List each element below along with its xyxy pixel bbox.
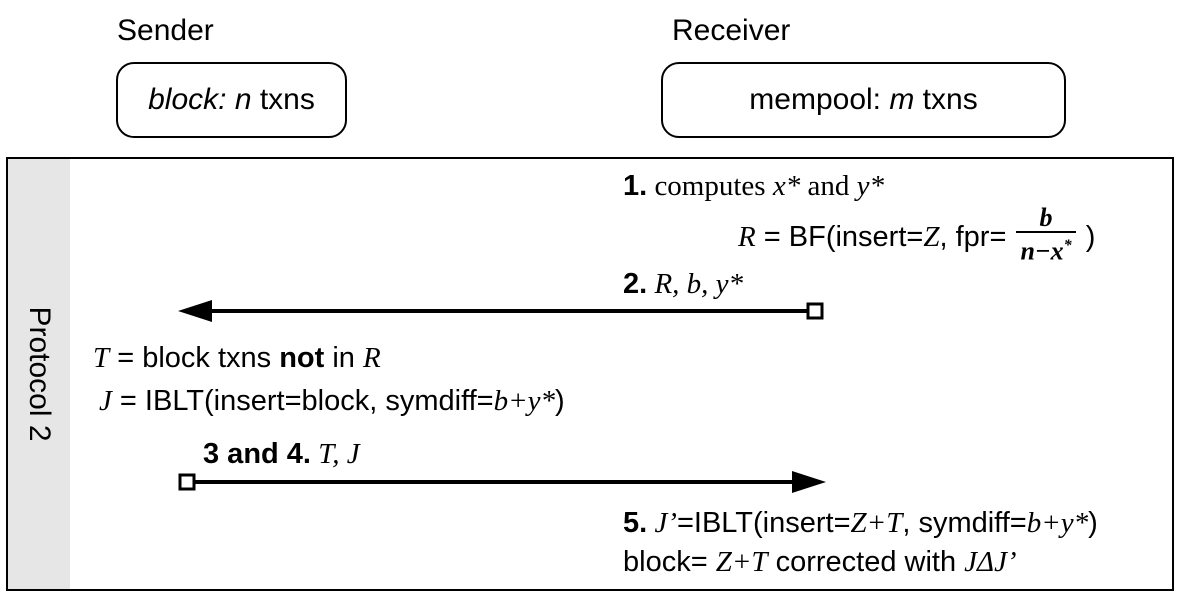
fraction-denominator-sup: * (1063, 237, 1072, 255)
step5-number: 5. (623, 507, 648, 539)
sender-box-prefix: block: (148, 83, 227, 116)
t-text: = block txns (109, 342, 280, 374)
t-var: T (93, 342, 110, 374)
j-close: ) (555, 385, 565, 417)
fraction-numerator: b (1039, 203, 1053, 233)
receiver-mempool-box: mempool: m txns (661, 62, 1066, 138)
step5-j-prime: J’ (647, 507, 677, 539)
step5-zt: Z+T (850, 507, 903, 539)
step1-x-star: x* (772, 170, 801, 202)
step34-text: T, J (311, 438, 360, 470)
step5-line2-pre: block= (623, 546, 716, 578)
sender-block-box: block: n txns (116, 62, 347, 138)
j-var: J (99, 385, 112, 417)
step2-number: 2. (623, 268, 648, 300)
step1-and: and (800, 170, 857, 202)
t-bold-not: not (279, 342, 325, 374)
step1-r-var: R (738, 220, 756, 253)
receiver-box-var: m (889, 83, 915, 116)
sender-t-definition: T = block txns not in R (93, 342, 381, 375)
step5-line1: 5. J’=IBLT(insert=Z+T, symdiff=b+y*) (623, 507, 1098, 540)
step1-line: 1. computes x* and y* (623, 170, 884, 203)
step1-eq-close: ) (1077, 220, 1096, 253)
step1-number: 1. (623, 170, 648, 202)
t-r-var: R (362, 342, 381, 374)
step5-expr: b+y* (1026, 507, 1089, 539)
j-text: = IBLT(insert=block, symdiff= (111, 385, 494, 417)
step1-eq-text2: , fpr= (939, 220, 1015, 253)
j-expr: b+y* (493, 385, 556, 417)
receiver-box-suffix: txns (914, 83, 978, 116)
step1-text: computes (647, 170, 773, 202)
sender-j-definition: J = IBLT(insert=block, symdiff=b+y*) (99, 385, 565, 418)
step2-text: R, b, y* (647, 268, 744, 300)
step5-line2-expr: JΔJ’ (964, 546, 1017, 578)
step5-line2-zt: Z+T (715, 546, 768, 578)
step34-number: 3 and 4. (203, 438, 311, 470)
step1-y-star: y* (856, 170, 884, 202)
protocol-frame (6, 157, 1174, 591)
receiver-label: Receiver (672, 14, 791, 47)
step2-label: 2. R, b, y* (623, 268, 743, 301)
sender-label: Sender (117, 14, 214, 47)
fpr-fraction: b n−x* (1016, 203, 1076, 266)
step1-eq-z: Z (923, 220, 940, 253)
arrow-step2-receiver-to-sender (178, 300, 824, 322)
fraction-denominator: n−x* (1016, 231, 1076, 266)
sender-box-var: n (234, 83, 252, 116)
step5-text2: , symdiff= (902, 507, 1027, 539)
sender-box-suffix: txns (251, 83, 315, 116)
step34-label: 3 and 4. T, J (203, 438, 360, 471)
arrow-step34-sender-to-receiver (178, 471, 826, 493)
step1-bloom-filter-equation: R = BF(insert=Z, fpr= b n−x* ) (738, 205, 1096, 265)
t-text2: in (324, 342, 363, 374)
step5-line2: block= Z+T corrected with JΔJ’ (623, 546, 1017, 579)
step1-eq-text: = BF(insert= (755, 220, 924, 253)
protocol-sidebar (8, 159, 70, 589)
fraction-denominator-text: n−x (1020, 236, 1064, 266)
step5-text1: =IBLT(insert= (676, 507, 851, 539)
step5-close: ) (1088, 507, 1098, 539)
receiver-box-prefix: mempool: (749, 83, 890, 116)
step5-line2-mid: corrected with (767, 546, 965, 578)
